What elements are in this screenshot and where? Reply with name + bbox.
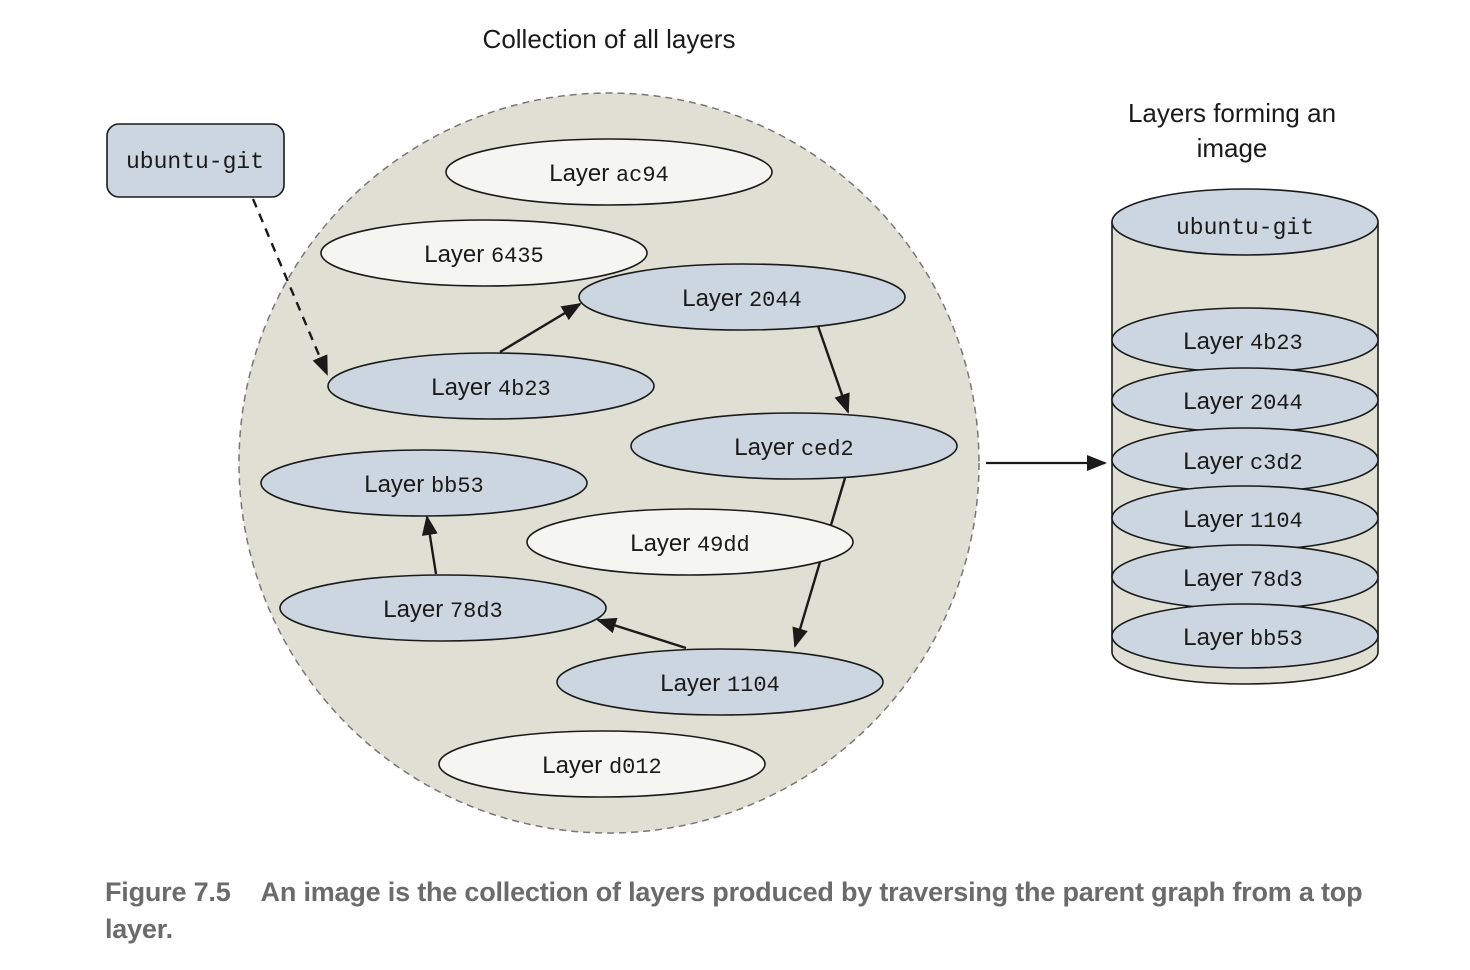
layer-label: Layer 4b23 — [431, 374, 551, 402]
layer-node-ced2[interactable]: Layer ced2 — [630, 412, 958, 480]
stack-layer-4b23[interactable]: Layer 4b23 — [1111, 307, 1379, 373]
stack-layer-2044[interactable]: Layer 2044 — [1111, 367, 1379, 433]
stack-layer-c3d2[interactable]: Layer c3d2 — [1111, 427, 1379, 493]
layer-node-49dd[interactable]: Layer 49dd — [526, 508, 854, 576]
layer-label: Layer d012 — [542, 752, 662, 780]
layer-ellipse — [526, 508, 854, 576]
layer-label: Layer 6435 — [424, 241, 544, 269]
stack-layer-bb53[interactable]: Layer bb53 — [1111, 603, 1379, 669]
layer-ellipse — [260, 449, 588, 517]
layer-label: Layer ced2 — [734, 434, 854, 462]
layer-node-2044[interactable]: Layer 2044 — [578, 263, 906, 331]
tag-label: ubuntu-git — [126, 149, 264, 175]
stack-layer-label: Layer bb53 — [1183, 624, 1303, 652]
ubuntu-git-tag[interactable]: ubuntu-git — [106, 123, 285, 198]
layer-node-d012[interactable]: Layer d012 — [438, 730, 766, 798]
stack-layer-label: Layer c3d2 — [1183, 448, 1303, 476]
image-title-line2: image — [1197, 133, 1268, 163]
layer-node-1104[interactable]: Layer 1104 — [556, 648, 884, 716]
layer-label: Layer 78d3 — [383, 596, 503, 624]
layer-ellipse — [320, 219, 648, 287]
layer-node-78d3[interactable]: Layer 78d3 — [279, 574, 607, 642]
layer-ellipse — [556, 648, 884, 716]
stack-layer-label: Layer 2044 — [1183, 388, 1303, 416]
layer-label: Layer 2044 — [682, 285, 802, 313]
stack-layer-ellipse — [1111, 603, 1379, 669]
parent-edges — [251, 198, 850, 650]
caption-text: An image is the collection of layers pro… — [105, 877, 1363, 944]
cylinder-top — [1111, 188, 1379, 256]
layer-label: Layer 1104 — [660, 670, 780, 698]
stack-layer-78d3[interactable]: Layer 78d3 — [1111, 544, 1379, 610]
layer-ellipse — [327, 352, 655, 420]
layer-label: Layer bb53 — [364, 471, 484, 499]
layer-ellipse — [438, 730, 766, 798]
cylinder-top-label: ubuntu-git — [1176, 215, 1314, 241]
stack-layer-label: Layer 78d3 — [1183, 565, 1303, 593]
edge-78d3-to-bb53 — [421, 515, 438, 575]
layer-node-6435[interactable]: Layer 6435 — [320, 219, 648, 287]
edge-2044-to-ced2 — [816, 325, 850, 414]
layer-ellipse — [279, 574, 607, 642]
layer-label: Layer 49dd — [630, 530, 750, 558]
layer-node-4b23[interactable]: Layer 4b23 — [327, 352, 655, 420]
figure-number: Figure 7.5 — [105, 877, 231, 907]
layer-ellipse — [445, 138, 773, 206]
layer-node-ac94[interactable]: Layer ac94 — [445, 138, 773, 206]
collection-title: Collection of all layers — [483, 24, 736, 54]
stack-layer-label: Layer 1104 — [1183, 506, 1303, 534]
stack-layer-label: Layer 4b23 — [1183, 328, 1303, 356]
layer-ellipse — [630, 412, 958, 480]
layer-label: Layer ac94 — [549, 160, 669, 188]
layer-node-bb53[interactable]: Layer bb53 — [260, 449, 588, 517]
tag-box — [106, 123, 285, 198]
layer-ellipse — [578, 263, 906, 331]
edge-1104-to-78d3 — [596, 617, 687, 650]
edge-4b23-to-2044 — [499, 302, 582, 354]
layer-diagram: Collection of all layers Layers forming … — [106, 24, 1379, 834]
image-title-line1: Layers forming an — [1128, 98, 1336, 128]
stack-layer-1104[interactable]: Layer 1104 — [1111, 485, 1379, 551]
